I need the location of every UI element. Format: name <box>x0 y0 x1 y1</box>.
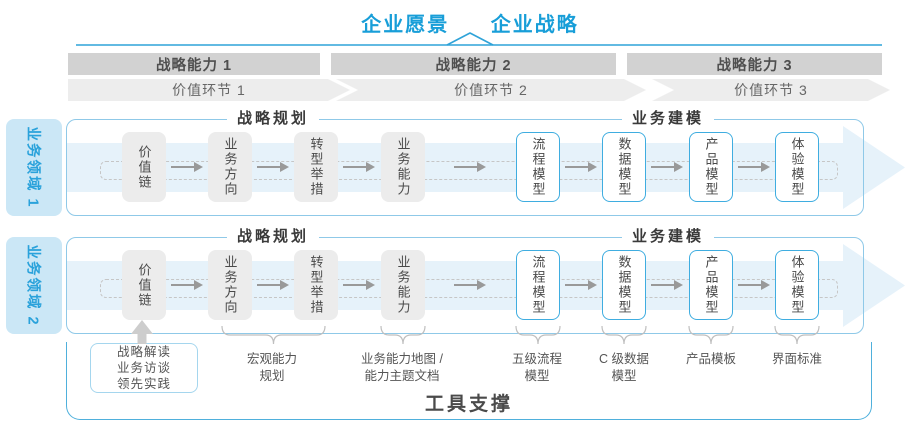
box-product-model-label: 产品模型 <box>703 255 719 315</box>
capability-bar-1-label: 战略能力 1 <box>155 57 233 74</box>
box-transformation-initiatives-label: 转型举措 <box>308 255 324 315</box>
box-process-model: 流程模型 <box>516 250 560 320</box>
box-transformation-initiatives: 转型举措 <box>294 132 338 202</box>
value-chain-2-label: 价值环节 2 <box>454 82 528 98</box>
annotation-ui-standard: 界面标准 <box>727 351 867 368</box>
strategy-title: 企业战略 <box>490 14 579 36</box>
flow-arrow-icon <box>171 280 203 290</box>
annotation-product-template: 产品模板 <box>641 351 781 368</box>
practice-line-2: 业务访谈 <box>116 361 171 375</box>
box-business-capability: 业务能力 <box>381 250 425 320</box>
value-chain-chevron-3: 价值环节 3 <box>652 79 890 101</box>
box-product-model-label: 产品模型 <box>703 137 719 197</box>
flow-arrow-icon <box>651 162 683 172</box>
box-experience-model-label: 体验模型 <box>789 137 805 197</box>
box-experience-model: 体验模型 <box>775 132 819 202</box>
planning-section-header: 战略规划 <box>226 228 320 246</box>
capability-bar-2-label: 战略能力 2 <box>435 57 512 74</box>
box-business-direction-label: 业务方向 <box>222 137 238 197</box>
annotation-line: 宏观能力 <box>246 352 297 366</box>
practice-line-3: 领先实践 <box>116 377 171 391</box>
flow-arrow-icon <box>343 162 375 172</box>
flow-arrow-icon <box>257 280 289 290</box>
value-chain-3-label: 价值环节 3 <box>734 82 808 98</box>
box-experience-model: 体验模型 <box>775 250 819 320</box>
box-value-chain-label: 价值链 <box>136 262 152 308</box>
capability-bar-3-label: 战略能力 3 <box>716 57 793 74</box>
flow-arrow-icon <box>738 162 770 172</box>
diagram-title: 企业愿景 企业战略 <box>66 8 874 37</box>
box-data-model-label: 数据模型 <box>616 137 632 197</box>
annotation-line: 模型 <box>611 368 637 383</box>
modeling-section-header: 业务建模 <box>621 110 715 128</box>
flow-arrow-icon <box>565 280 597 290</box>
box-experience-model-label: 体验模型 <box>789 255 805 315</box>
flow-arrow-icon <box>257 162 289 172</box>
value-chain-1-label: 价值环节 1 <box>172 82 246 98</box>
value-chain-chevron-2: 价值环节 2 <box>336 79 646 101</box>
annotation-line: 能力主题文档 <box>364 368 440 383</box>
business-domain-2-label: 业务领域 2 <box>6 237 62 334</box>
annotation-line: 产品模板 <box>685 352 736 366</box>
box-business-direction: 业务方向 <box>208 250 252 320</box>
annotation-line: 界面标准 <box>771 352 822 366</box>
annotation-process-model: 五级流程 模型 <box>467 351 607 385</box>
annotation-line: 模型 <box>524 368 550 383</box>
annotation-capability-map: 业务能力地图 / 能力主题文档 <box>332 351 472 385</box>
practice-line-1: 战略解读 <box>116 345 171 359</box>
business-domain-1-text: 业务领域 1 <box>24 126 41 209</box>
flow-arrow-icon <box>454 280 486 290</box>
annotation-line: 业务能力地图 / <box>361 352 443 366</box>
vision-title: 企业愿景 <box>361 14 450 36</box>
flow-arrow-icon <box>454 162 486 172</box>
box-business-capability-label: 业务能力 <box>395 255 411 315</box>
box-process-model-label: 流程模型 <box>530 255 546 315</box>
business-domain-2-text: 业务领域 2 <box>24 244 41 327</box>
flow-row-domain-2: 战略规划 业务建模 价值链 业务方向 转型举措 业务能力 流程模型 数据模型 产… <box>66 228 905 334</box>
flow-arrow-icon <box>171 162 203 172</box>
flow-arrow-icon <box>738 280 770 290</box>
annotation-line: 规划 <box>259 368 285 383</box>
value-chain-chevron-1: 价值环节 1 <box>68 79 350 101</box>
flow-arrow-icon <box>343 280 375 290</box>
dashed-track <box>100 161 838 180</box>
box-transformation-initiatives-label: 转型举措 <box>308 137 324 197</box>
box-business-direction-label: 业务方向 <box>222 255 238 315</box>
box-data-model-label: 数据模型 <box>616 255 632 315</box>
planning-section-header: 战略规划 <box>226 110 320 128</box>
box-business-capability-label: 业务能力 <box>395 137 411 197</box>
capability-bar-1: 战略能力 1 <box>68 53 320 75</box>
box-business-capability: 业务能力 <box>381 132 425 202</box>
modeling-section-header: 业务建模 <box>621 228 715 246</box>
capability-bar-3: 战略能力 3 <box>627 53 882 75</box>
annotation-macro-capability: 宏观能力 规划 <box>202 351 342 385</box>
annotation-line: C 级数据 <box>598 352 649 366</box>
box-data-model: 数据模型 <box>602 250 646 320</box>
dashed-track <box>100 279 838 298</box>
tool-support-label: 工具支撑 <box>424 394 513 415</box>
flow-row-domain-1: 战略规划 业务建模 价值链 业务方向 转型举措 业务能力 流程模型 数据模型 产… <box>66 110 905 216</box>
flow-row-border <box>66 119 864 216</box>
box-data-model: 数据模型 <box>602 132 646 202</box>
box-process-model: 流程模型 <box>516 132 560 202</box>
tool-support-container: 工具支撑 <box>66 342 872 420</box>
box-product-model: 产品模型 <box>689 250 733 320</box>
flow-row-border <box>66 237 864 334</box>
box-business-direction: 业务方向 <box>208 132 252 202</box>
capability-bar-2: 战略能力 2 <box>331 53 616 75</box>
box-value-chain-label: 价值链 <box>136 144 152 190</box>
box-value-chain: 价值链 <box>122 132 166 202</box>
business-domain-1-label: 业务领域 1 <box>6 119 62 216</box>
practice-box: 战略解读 业务访谈 领先实践 <box>90 343 198 393</box>
flow-arrow-icon <box>565 162 597 172</box>
box-value-chain: 价值链 <box>122 250 166 320</box>
box-product-model: 产品模型 <box>689 132 733 202</box>
flow-arrow-icon <box>651 280 683 290</box>
box-transformation-initiatives: 转型举措 <box>294 250 338 320</box>
annotation-line: 五级流程 <box>511 352 562 366</box>
box-process-model-label: 流程模型 <box>530 137 546 197</box>
annotation-data-model: C 级数据 模型 <box>554 351 694 385</box>
